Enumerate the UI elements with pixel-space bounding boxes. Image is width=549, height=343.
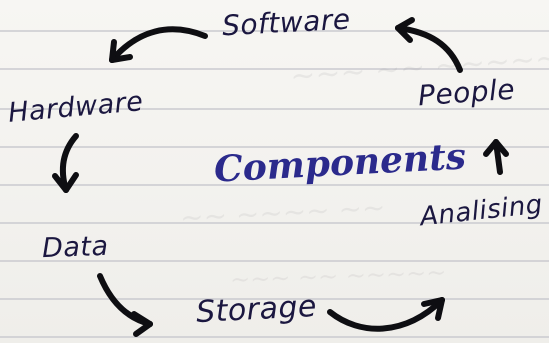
ruled-line <box>0 298 549 300</box>
arrow-analising-to-people <box>483 139 509 175</box>
arrow-hardware-to-data <box>52 133 79 193</box>
ruled-line <box>0 30 549 32</box>
ruled-line <box>0 184 549 186</box>
arrow-storage-to-analising <box>327 297 445 332</box>
ruled-line <box>0 222 549 224</box>
arrow-people-to-software <box>395 17 463 73</box>
arrow-software-to-hardware <box>109 26 208 63</box>
arrow-data-to-storage <box>97 273 153 337</box>
ruled-line <box>0 260 549 262</box>
ruled-line <box>0 146 549 148</box>
ruled-line <box>0 336 549 338</box>
ruled-line <box>0 108 549 110</box>
ruled-line <box>0 68 549 70</box>
